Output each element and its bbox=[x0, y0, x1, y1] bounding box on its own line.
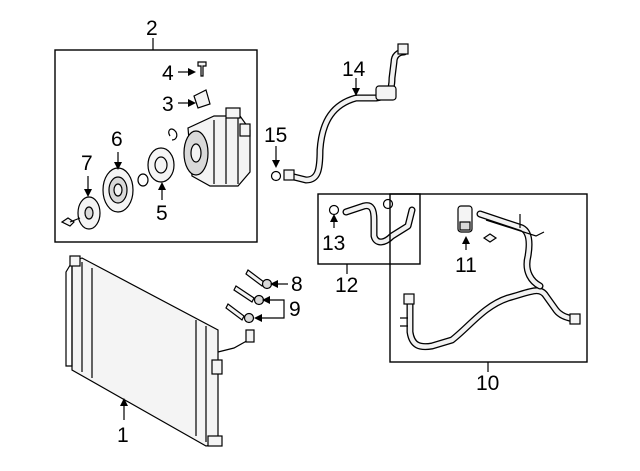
hose-10-upper-inner bbox=[477, 211, 543, 289]
arrowhead-5 bbox=[158, 182, 166, 190]
callout-8: 8 bbox=[291, 273, 303, 296]
condenser-pipe-fitting bbox=[245, 329, 255, 343]
clutch-plate-hub bbox=[84, 206, 94, 220]
condenser-bracket bbox=[211, 359, 223, 375]
bolt-part-9b-head bbox=[243, 312, 255, 324]
snap-ring bbox=[168, 128, 178, 141]
condenser-top-bracket bbox=[69, 255, 81, 267]
bolt-part-4 bbox=[197, 61, 207, 77]
arrowhead-7 bbox=[84, 189, 92, 197]
liquid-line-box-frame bbox=[317, 193, 421, 265]
callout-14: 14 bbox=[342, 58, 366, 81]
bolt-small bbox=[60, 217, 81, 227]
arrowhead-9a bbox=[262, 296, 270, 304]
bolt-part-8-shaft bbox=[245, 269, 265, 287]
hose-10-lower-inner bbox=[407, 288, 579, 349]
condenser-part-1 bbox=[65, 255, 255, 447]
liquid-line-group bbox=[317, 193, 421, 274]
callout-labels: 2 4 3 6 7 5 1 8 9 14 15 13 12 11 10 bbox=[81, 17, 499, 447]
callout-12: 12 bbox=[335, 274, 358, 297]
compressor-assembly-group bbox=[54, 38, 258, 243]
hose-14-end bbox=[397, 43, 409, 55]
arrowhead-14 bbox=[352, 88, 360, 96]
valve-bolt bbox=[482, 233, 498, 243]
callout-3: 3 bbox=[162, 93, 174, 116]
callout-15: 15 bbox=[264, 124, 287, 147]
compressor-drawing bbox=[183, 107, 251, 187]
callout-1: 1 bbox=[117, 424, 129, 447]
callout-2: 2 bbox=[146, 17, 158, 40]
field-coil-center bbox=[154, 156, 168, 174]
hose-10-end bbox=[403, 293, 415, 305]
arrowhead-11 bbox=[462, 236, 470, 244]
condenser-bottom-bracket bbox=[207, 435, 223, 447]
hose-assembly-group bbox=[389, 193, 588, 372]
bolts-8-9 bbox=[225, 269, 273, 324]
o-ring-part-15 bbox=[270, 170, 282, 182]
compressor-shaft bbox=[190, 143, 202, 163]
arrowhead-4 bbox=[188, 68, 196, 76]
arrowhead-13 bbox=[330, 214, 338, 222]
callout-9: 9 bbox=[289, 298, 301, 321]
bolt-part-9b-shaft bbox=[225, 303, 245, 321]
o-ring-part-13b bbox=[382, 198, 394, 210]
arrowhead-6 bbox=[114, 162, 122, 170]
compressor-box-frame bbox=[54, 49, 258, 243]
leader-9 bbox=[256, 299, 285, 319]
callout-5: 5 bbox=[156, 202, 168, 225]
hose-10-clip bbox=[400, 317, 408, 327]
compressor-port bbox=[225, 107, 241, 119]
hose-10-bracket bbox=[485, 214, 545, 237]
callout-7: 7 bbox=[81, 152, 93, 175]
condenser-side-tank bbox=[65, 259, 73, 367]
liquid-line-inner bbox=[343, 203, 415, 245]
arrowhead-8 bbox=[270, 280, 278, 288]
hose-10-lower-outline bbox=[406, 287, 580, 351]
discharge-hose-part-14 bbox=[283, 43, 409, 184]
arrowhead-9b bbox=[254, 314, 262, 322]
hose-14-end bbox=[283, 169, 295, 181]
o-ring-part-13 bbox=[328, 204, 340, 216]
hose-14-inner bbox=[287, 49, 407, 183]
bracket-part-3 bbox=[193, 89, 211, 109]
hose-10-end bbox=[569, 313, 581, 325]
callout-13: 13 bbox=[322, 232, 345, 255]
condenser-side-lines bbox=[81, 262, 207, 442]
bolt-part-9a-shaft bbox=[233, 285, 255, 303]
callout-6: 6 bbox=[111, 128, 123, 151]
pulley-hub bbox=[113, 183, 123, 197]
callout-10: 10 bbox=[476, 372, 499, 395]
callout-4: 4 bbox=[162, 62, 174, 85]
callout-11: 11 bbox=[455, 254, 477, 277]
arrowhead-1 bbox=[120, 398, 128, 406]
liquid-line-outline bbox=[342, 202, 416, 246]
hose-14-fitting bbox=[375, 85, 397, 101]
expansion-valve-port bbox=[459, 221, 471, 231]
arrowhead-3 bbox=[188, 99, 196, 107]
compressor-port bbox=[239, 123, 251, 137]
arrowhead-15 bbox=[272, 160, 280, 168]
retaining-ring bbox=[137, 173, 149, 187]
